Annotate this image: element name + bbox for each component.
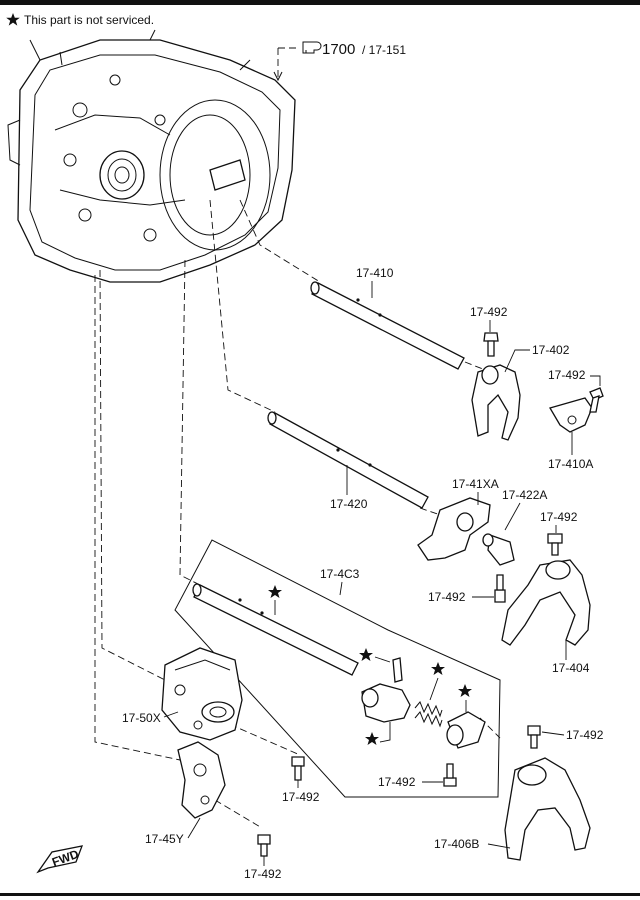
star-icon — [431, 662, 445, 675]
star-icon — [359, 648, 373, 661]
part-17-410A-lever[interactable] — [549, 387, 604, 433]
label-17-410: 17-410 — [356, 266, 394, 280]
part-17-41XA-block[interactable] — [417, 497, 491, 561]
bottom-border — [0, 893, 640, 896]
part-17-4C3-pin[interactable] — [392, 657, 403, 683]
part-17-406B-shift-fork[interactable] — [504, 757, 591, 861]
star-icon — [365, 732, 379, 745]
legend-note-text: This part is not serviced. — [24, 13, 154, 27]
part-17-45Y-bracket[interactable] — [177, 741, 226, 819]
pointing-hand-icon — [302, 41, 322, 54]
part-17-402-shift-fork[interactable] — [471, 364, 521, 441]
label-17-406B: 17-406B — [434, 837, 479, 851]
star-icon — [268, 585, 282, 598]
legend-note: This part is not serviced. — [6, 13, 154, 27]
fwd-label: FWD — [50, 847, 81, 870]
label-17-4C3: 17-4C3 — [320, 567, 360, 581]
label-17-492-d: 17-492 — [428, 590, 466, 604]
star-icon — [458, 684, 472, 697]
reference-sub: / 17-151 — [362, 43, 406, 57]
bolt-17-492-e[interactable] — [291, 756, 305, 781]
bolt-17-492-f[interactable] — [527, 725, 541, 749]
label-17-45Y: 17-45Y — [145, 832, 184, 846]
part-17-4C3-housing[interactable] — [361, 683, 411, 723]
top-border — [0, 0, 640, 5]
label-17-492-e: 17-492 — [282, 790, 320, 804]
label-17-492-f: 17-492 — [566, 728, 604, 742]
label-17-50X: 17-50X — [122, 711, 161, 725]
label-17-492-a: 17-492 — [470, 305, 508, 319]
transmission-case — [7, 29, 296, 283]
label-17-492-c: 17-492 — [540, 510, 578, 524]
part-17-4C3-detent[interactable] — [446, 711, 486, 749]
bolt-17-492-d[interactable] — [494, 574, 506, 603]
bolt-17-492-c[interactable] — [547, 533, 563, 556]
label-17-492-h: 17-492 — [244, 867, 282, 881]
label-17-492-g: 17-492 — [378, 775, 416, 789]
label-17-420: 17-420 — [330, 497, 368, 511]
part-17-4C3-shaft[interactable] — [192, 583, 359, 676]
label-17-41XA: 17-41XA — [452, 477, 499, 491]
assembly-17-4C3-frame — [174, 539, 501, 798]
bolt-17-492-h[interactable] — [257, 834, 271, 857]
label-17-404: 17-404 — [552, 661, 590, 675]
part-17-420-shift-rod[interactable] — [267, 411, 429, 509]
label-17-492-b: 17-492 — [548, 368, 586, 382]
reference-main: 1700 — [322, 41, 355, 58]
reference-1700[interactable]: 1700 / 17-151 — [273, 41, 406, 82]
part-17-404-shift-fork[interactable] — [501, 559, 591, 646]
bolt-17-492-a[interactable] — [483, 332, 499, 357]
label-17-402: 17-402 — [532, 343, 570, 357]
star-icon — [6, 13, 20, 26]
fwd-arrow-icon: FWD — [36, 845, 84, 874]
part-17-422A-pin[interactable] — [482, 533, 515, 566]
part-17-50X-selector[interactable] — [161, 647, 243, 741]
part-17-410-shift-rod[interactable] — [310, 281, 465, 370]
bolt-17-492-g[interactable] — [443, 763, 457, 787]
part-17-4C3-spring[interactable] — [414, 701, 443, 728]
label-17-422A: 17-422A — [502, 488, 547, 502]
label-17-410A: 17-410A — [548, 457, 593, 471]
